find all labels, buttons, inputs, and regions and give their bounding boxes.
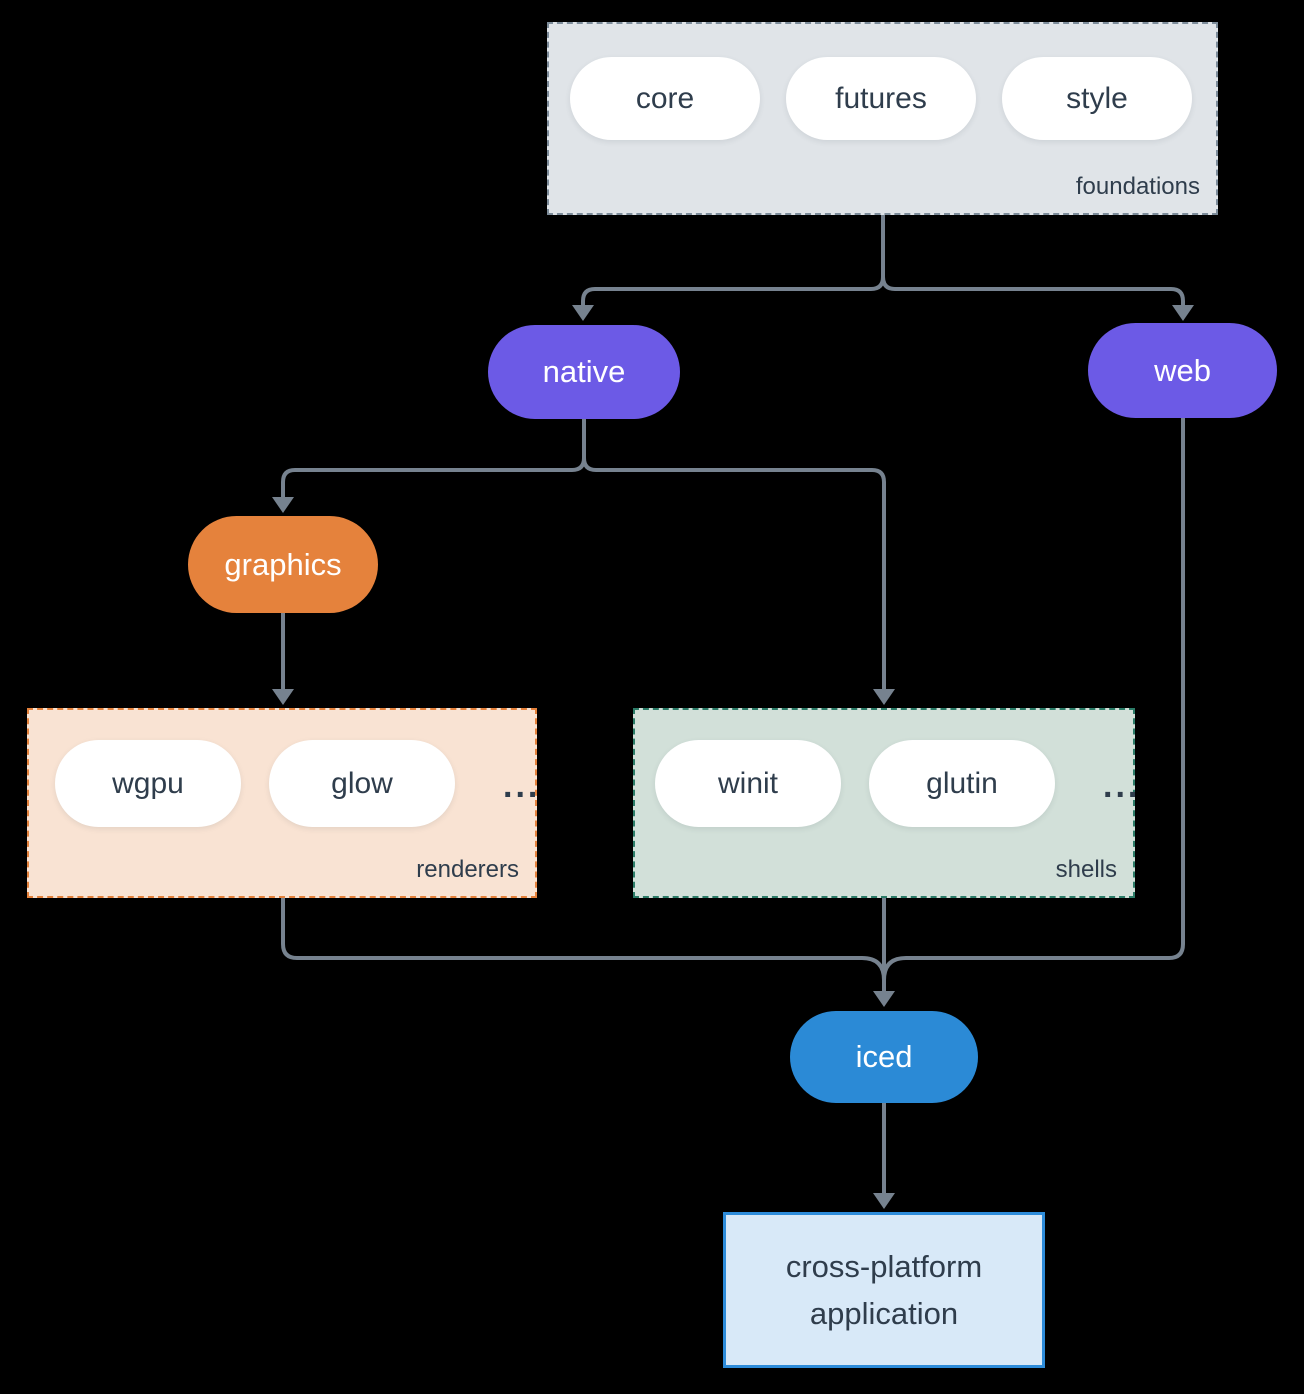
edge-web-to-iced <box>882 418 1185 981</box>
arrowhead-graphics <box>272 497 294 513</box>
edge-foundations-to-native <box>581 215 885 305</box>
node-glow-label: glow <box>331 766 393 800</box>
node-winit: winit <box>655 740 841 827</box>
renderers-ellipsis: ... <box>503 767 541 805</box>
node-iced: iced <box>790 1011 978 1103</box>
node-futures: futures <box>786 57 976 140</box>
node-iced-label: iced <box>855 1039 913 1074</box>
renderers-group: wgpu glow ... renderers <box>27 708 537 898</box>
node-native-label: native <box>542 354 626 389</box>
node-graphics-label: graphics <box>224 546 342 582</box>
shells-ellipsis: ... <box>1103 767 1141 805</box>
foundations-group: core futures style foundations <box>547 22 1218 215</box>
renderers-group-label: renderers <box>416 856 519 883</box>
node-wgpu-label: wgpu <box>112 766 184 800</box>
edge-foundations-to-web <box>881 215 1185 305</box>
shells-group: winit glutin ... shells <box>633 708 1137 898</box>
arrowhead-application <box>873 1193 895 1209</box>
node-glow: glow <box>269 740 455 827</box>
node-web: web <box>1088 323 1277 418</box>
shells-pill-row: winit glutin ... <box>655 740 1140 827</box>
foundations-pill-row: core futures style <box>570 57 1192 140</box>
arrowhead-native <box>572 305 594 321</box>
shells-group-label: shells <box>1055 856 1117 883</box>
node-native: native <box>488 325 680 419</box>
node-graphics: graphics <box>188 516 378 613</box>
node-glutin: glutin <box>869 740 1055 827</box>
node-web-label: web <box>1154 352 1211 388</box>
application-label-line1: cross-platform <box>785 1249 983 1284</box>
edge-native-to-graphics <box>281 419 586 497</box>
node-futures-label: futures <box>835 81 927 115</box>
arrowhead-renderers <box>272 689 294 705</box>
node-winit-label: winit <box>717 766 778 800</box>
renderers-pill-row: wgpu glow ... <box>55 740 540 827</box>
node-core-label: core <box>635 81 695 115</box>
edge-renderers-to-iced <box>281 898 886 981</box>
edge-native-to-shells <box>582 419 886 689</box>
node-style: style <box>1002 57 1192 140</box>
foundations-group-label: foundations <box>1075 173 1200 200</box>
node-glutin-label: glutin <box>926 766 998 800</box>
application-label-line2: application <box>809 1296 959 1331</box>
node-style-label: style <box>1066 81 1128 115</box>
node-cross-platform-application: cross-platform application <box>723 1212 1045 1368</box>
node-core: core <box>570 57 760 140</box>
node-wgpu: wgpu <box>55 740 241 827</box>
arrowhead-shells <box>873 689 895 705</box>
arrowhead-web <box>1172 305 1194 321</box>
arrowhead-iced <box>873 991 895 1007</box>
